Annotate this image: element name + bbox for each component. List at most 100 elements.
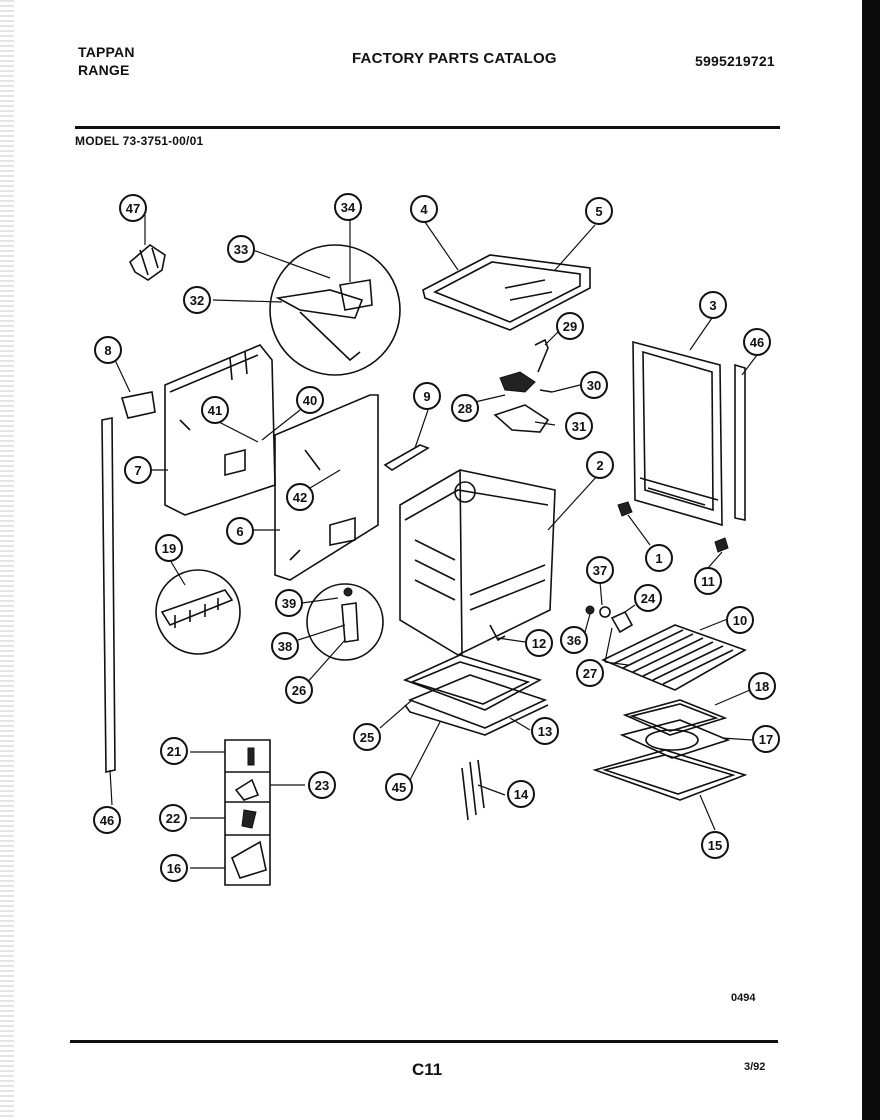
callout-circle	[701, 831, 729, 859]
callout-16: 16	[160, 854, 188, 882]
callout-number: 33	[234, 242, 248, 257]
callout-circle	[183, 286, 211, 314]
callout-number: 9	[423, 389, 430, 404]
callout-11: 11	[694, 567, 722, 595]
leader-lines	[109, 215, 758, 869]
part-6-side-panel	[274, 394, 379, 581]
part-17-broiler-pan	[619, 719, 731, 759]
callout-number: 32	[190, 293, 204, 308]
part-2-oven-body	[399, 469, 556, 656]
callout-number: 22	[166, 811, 180, 826]
callout-number: 23	[315, 778, 329, 793]
callout-circle	[413, 382, 441, 410]
callout-10: 10	[726, 606, 754, 634]
callout-number: 3	[709, 298, 716, 313]
callout-number: 13	[538, 724, 552, 739]
callout-number: 45	[392, 780, 406, 795]
callout-21: 21	[160, 737, 188, 765]
callout-circle	[565, 412, 593, 440]
part-28-31-valve-assembly	[493, 338, 553, 433]
callout-19: 19	[155, 534, 183, 562]
callout-number: 12	[532, 636, 546, 651]
part-4-5-cooktop-panel	[422, 254, 591, 331]
callout-circle	[271, 632, 299, 660]
callout-circle	[296, 386, 324, 414]
callout-number: 31	[572, 419, 586, 434]
part-11-clip	[714, 537, 729, 553]
callout-number: 42	[293, 490, 307, 505]
callout-number: 11	[701, 574, 715, 589]
detail-circle-hinge	[155, 569, 241, 655]
callout-number: 29	[563, 319, 577, 334]
callout-12: 12	[525, 629, 553, 657]
callout-27: 27	[576, 659, 604, 687]
callout-46b: 46	[93, 806, 121, 834]
part-10-oven-rack	[601, 624, 747, 691]
callout-circle	[726, 606, 754, 634]
brand-name: TAPPAN	[78, 44, 135, 60]
callout-circle	[285, 676, 313, 704]
callout-25: 25	[353, 723, 381, 751]
callout-30: 30	[580, 371, 608, 399]
part-46-trim-strip-left	[101, 417, 116, 773]
catalog-part-number: 5995219721	[695, 53, 775, 69]
callout-45: 45	[385, 773, 413, 801]
callout-32: 32	[183, 286, 211, 314]
part-8-tab	[120, 391, 156, 419]
callout-15: 15	[701, 831, 729, 859]
header-rule	[75, 126, 780, 129]
callout-18: 18	[748, 672, 776, 700]
callout-number: 27	[583, 666, 597, 681]
callout-17: 17	[752, 725, 780, 753]
part-7-back-panel	[164, 344, 276, 516]
callout-26: 26	[285, 676, 313, 704]
callout-circle	[160, 737, 188, 765]
callout-number: 25	[360, 730, 374, 745]
callout-number: 46	[750, 335, 764, 350]
part-9-bracket	[383, 444, 430, 471]
part-15-oven-bottom	[592, 749, 748, 801]
callout-circle	[694, 567, 722, 595]
callout-circle	[160, 854, 188, 882]
callout-4: 4	[410, 195, 438, 223]
scan-edge-left	[0, 0, 14, 1120]
callout-36: 36	[560, 626, 588, 654]
callout-circle	[410, 195, 438, 223]
callout-circle	[507, 780, 535, 808]
detail-circle-top-bracket	[269, 244, 401, 376]
callout-circle	[93, 806, 121, 834]
callout-number: 1	[655, 551, 662, 566]
callout-41: 41	[201, 396, 229, 424]
callout-circle	[124, 456, 152, 484]
model-number: MODEL 73-3751-00/01	[75, 134, 204, 148]
callout-circle	[634, 584, 662, 612]
callout-37: 37	[586, 556, 614, 584]
callout-number: 16	[167, 861, 181, 876]
page-number: C11	[412, 1060, 443, 1079]
callout-28: 28	[451, 394, 479, 422]
callout-22: 22	[159, 804, 187, 832]
callout-33: 33	[227, 235, 255, 263]
callout-circle	[159, 804, 187, 832]
part-47-bracket	[129, 243, 166, 281]
callout-24: 24	[634, 584, 662, 612]
part-13-burner-tray	[404, 674, 549, 736]
callout-31: 31	[565, 412, 593, 440]
callout-13: 13	[531, 717, 559, 745]
callout-6: 6	[226, 517, 254, 545]
callout-5: 5	[585, 197, 613, 225]
part-3-oven-door	[632, 340, 723, 527]
callout-circle	[556, 312, 584, 340]
callout-circle	[334, 193, 362, 221]
callout-number: 47	[126, 201, 140, 216]
callout-42: 42	[286, 483, 314, 511]
callout-7: 7	[124, 456, 152, 484]
callout-number: 7	[134, 463, 141, 478]
callout-number: 5	[595, 204, 602, 219]
callout-number: 34	[341, 200, 356, 215]
callout-number: 36	[567, 633, 581, 648]
callout-circle	[286, 483, 314, 511]
callout-46a: 46	[743, 328, 771, 356]
callout-circle	[576, 659, 604, 687]
